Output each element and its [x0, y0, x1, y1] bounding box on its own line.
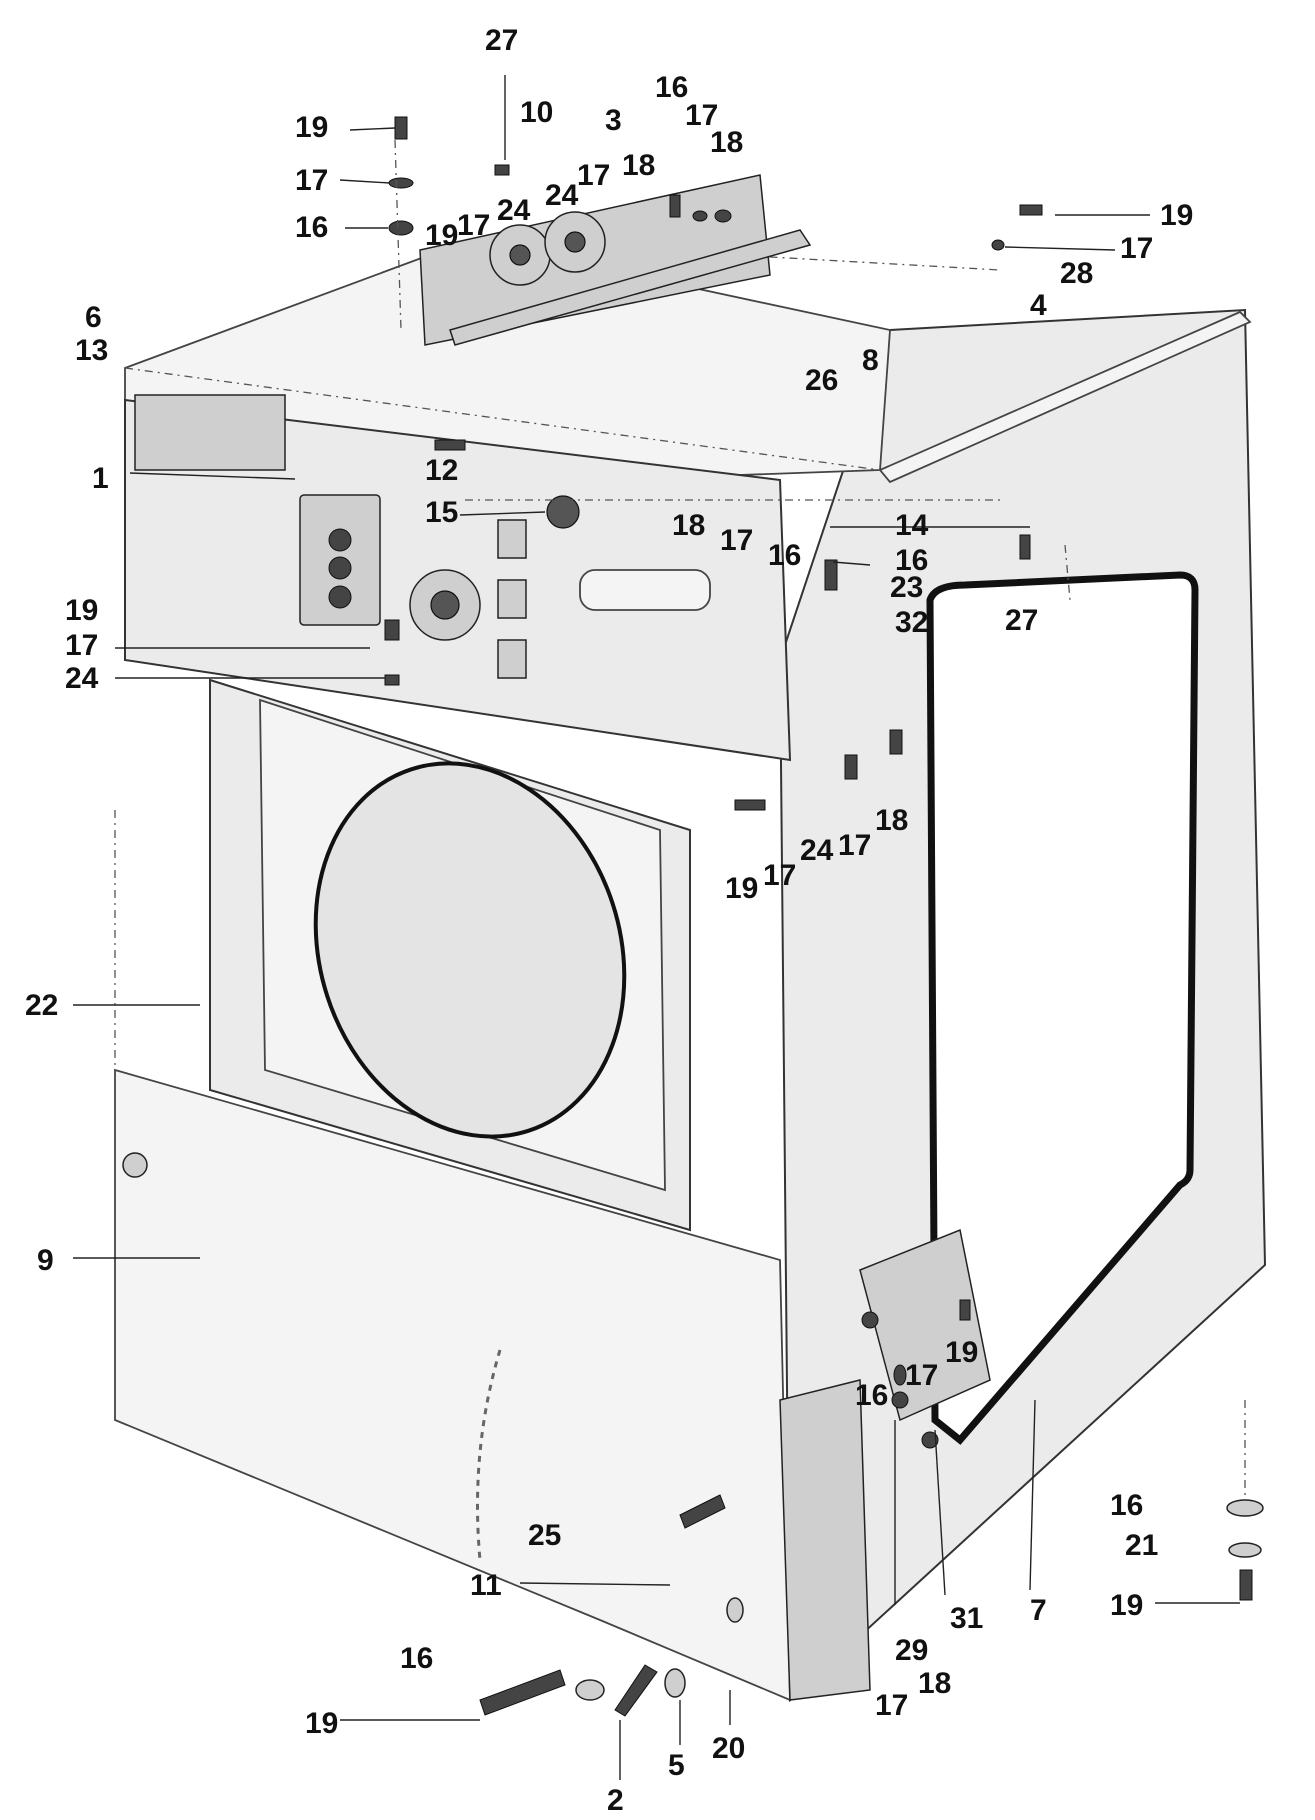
callout-9: 9: [37, 1244, 54, 1277]
callout-19-hinge: 19: [725, 872, 758, 905]
leader-lines: [73, 75, 1246, 1780]
callout-18-bottom: 18: [918, 1667, 951, 1700]
callout-19-left-mid: 19: [65, 594, 98, 627]
callout-1: 1: [92, 462, 109, 495]
callout-27-right: 27: [1005, 604, 1038, 637]
callout-17-left-top: 17: [295, 164, 328, 197]
callout-12: 12: [425, 454, 458, 487]
callout-24-hinge: 24: [800, 834, 834, 867]
callout-18-board: 18: [622, 149, 655, 182]
callout-27-top: 27: [485, 24, 518, 57]
control-board: [419, 174, 812, 346]
callout-31: 31: [950, 1602, 983, 1635]
callout-5: 5: [668, 1749, 685, 1782]
callout-17-board: 17: [577, 159, 610, 192]
callout-24-left-mid: 24: [65, 662, 99, 695]
callout-16-left-top: 16: [295, 211, 328, 244]
callout-16-mid-b: 16: [895, 544, 928, 577]
callout-24-board-b: 24: [497, 194, 531, 227]
callout-17-bottom: 17: [875, 1689, 908, 1722]
callouts: 27 10 3 16 17 18 19 17 16 24 17 18 19 17…: [25, 24, 1193, 1817]
callout-16-bottom: 16: [400, 1642, 433, 1675]
callout-26: 26: [805, 364, 838, 397]
callout-28: 28: [1060, 257, 1093, 290]
callout-16-foot: 16: [1110, 1489, 1143, 1522]
callout-17-left-mid: 17: [65, 629, 98, 662]
callout-6: 6: [85, 301, 102, 334]
callout-19-bottom: 19: [305, 1707, 338, 1740]
callout-19-bracket: 19: [945, 1336, 978, 1369]
callout-17-hinge-b: 17: [763, 859, 796, 892]
callout-11: 11: [470, 1569, 502, 1602]
callout-19-right-top: 19: [1160, 199, 1193, 232]
callout-17-hinge: 17: [838, 829, 871, 862]
callout-7: 7: [1030, 1594, 1047, 1627]
callout-18-mid: 18: [672, 509, 705, 542]
callout-19-board: 19: [425, 219, 458, 252]
callout-32: 32: [895, 606, 928, 639]
callout-4: 4: [1030, 289, 1047, 322]
callout-17-board-b: 17: [457, 209, 490, 242]
callout-2: 2: [607, 1784, 624, 1817]
callout-17-bracket: 17: [905, 1359, 938, 1392]
callout-24-board: 24: [545, 179, 579, 212]
callout-14: 14: [895, 509, 929, 542]
callout-16-mid: 16: [768, 539, 801, 572]
callout-16-top: 16: [655, 71, 688, 104]
callout-15: 15: [425, 496, 458, 529]
callout-17-mid: 17: [720, 524, 753, 557]
callout-19-left-top: 19: [295, 111, 328, 144]
callout-18-top: 18: [710, 126, 743, 159]
callout-17-right-top: 17: [1120, 232, 1153, 265]
callout-19-foot: 19: [1110, 1589, 1143, 1622]
callout-3: 3: [605, 104, 622, 137]
callout-25: 25: [528, 1519, 561, 1552]
callout-20: 20: [712, 1732, 745, 1765]
callout-21: 21: [1125, 1529, 1158, 1562]
callout-8: 8: [862, 344, 879, 377]
door-opening: [313, 761, 627, 1139]
door-gasket: [926, 571, 1199, 1445]
callout-22: 22: [25, 989, 58, 1022]
lower-front: [114, 1068, 791, 1702]
callout-17-top: 17: [685, 99, 718, 132]
fasteners: [384, 116, 1264, 1717]
callout-18-hinge: 18: [875, 804, 908, 837]
callout-23: 23: [890, 571, 923, 604]
callout-16-bracket: 16: [855, 1379, 888, 1412]
front-panel: [114, 678, 691, 1232]
callout-13: 13: [75, 334, 108, 367]
lower-bracket: [779, 1228, 991, 1701]
callout-29: 29: [895, 1634, 928, 1667]
callout-10: 10: [520, 96, 553, 129]
control-housing: [124, 394, 792, 762]
